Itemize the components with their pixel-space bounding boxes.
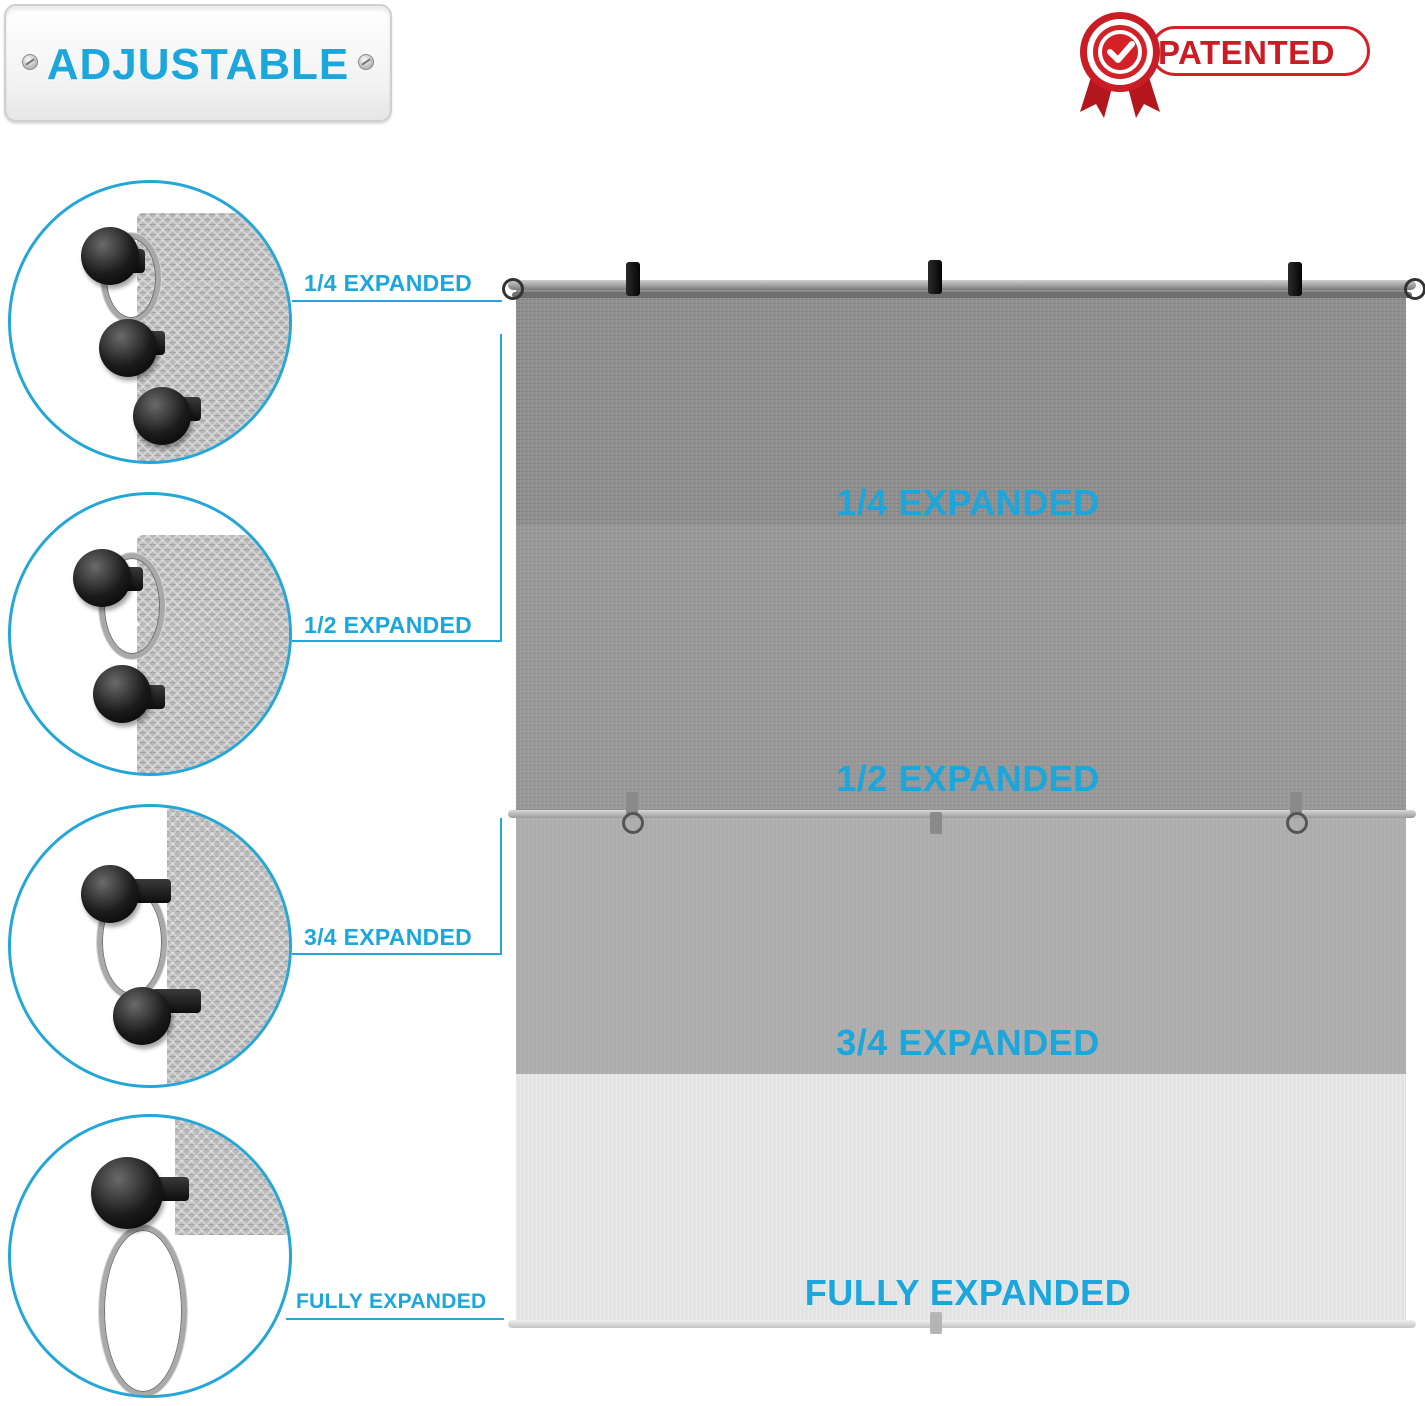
fabric-fold — [137, 623, 289, 773]
left-label-half: 1/2 EXPANDED — [304, 612, 473, 638]
tab-icon — [626, 792, 638, 814]
patent-seal-icon — [1080, 12, 1160, 118]
panel-label-half: 1/2 EXPANDED — [836, 758, 1100, 799]
clip-icon — [626, 262, 640, 296]
panel-label-full: FULLY EXPANDED — [804, 1272, 1132, 1313]
connector-line — [500, 818, 502, 955]
knob-icon — [73, 549, 131, 607]
knob-icon — [81, 865, 139, 923]
shade-panel-full — [516, 1074, 1406, 1324]
top-rod — [508, 280, 1416, 290]
knob-icon — [93, 665, 151, 723]
knob-icon — [113, 987, 171, 1045]
connector-line — [500, 334, 502, 642]
panel-label-three-quarter: 3/4 EXPANDED — [836, 1022, 1100, 1063]
ring-icon — [1286, 812, 1308, 834]
ring-icon — [622, 812, 644, 834]
knob-icon — [99, 319, 157, 377]
tab-icon — [930, 812, 942, 834]
knob-icon — [133, 387, 191, 445]
left-label-three-quarter: 3/4 EXPANDED — [304, 924, 473, 950]
detail-circle-quarter — [8, 180, 292, 464]
bottom-rod — [508, 1320, 1416, 1328]
screw-icon — [22, 54, 38, 70]
panel-label-quarter: 1/4 EXPANDED — [836, 482, 1100, 523]
fabric-panel — [175, 1117, 289, 1235]
left-label-quarter: 1/4 EXPANDED — [304, 270, 473, 296]
clip-icon — [1288, 262, 1302, 296]
clip-icon — [928, 260, 942, 294]
knob-icon — [81, 227, 139, 285]
end-cap-icon — [502, 278, 524, 300]
patented-label: PATENTED — [1158, 34, 1335, 71]
ring-icon — [99, 1225, 187, 1395]
badge-label: ADJUSTABLE — [46, 40, 350, 89]
connector-line — [292, 640, 502, 642]
shade-panel-three-quarter — [516, 814, 1406, 1074]
adjustable-badge: ADJUSTABLE — [4, 4, 392, 122]
detail-circle-three-quarter — [8, 804, 292, 1088]
detail-circle-half — [8, 492, 292, 776]
fabric-panel — [167, 807, 289, 1085]
shade-panel-half — [516, 524, 1406, 814]
middle-rod — [508, 810, 1416, 818]
top-rod-lower — [512, 292, 1412, 298]
shade-panel-quarter — [516, 290, 1406, 524]
fabric-fold — [137, 535, 289, 625]
end-cap-icon — [1404, 278, 1425, 300]
left-label-full: FULLY EXPANDED — [296, 1290, 487, 1313]
knob-icon — [91, 1157, 163, 1229]
connector-line — [292, 953, 502, 955]
fabric-fold — [137, 213, 289, 285]
connector-line — [292, 300, 502, 302]
screw-icon — [358, 54, 374, 70]
connector-line — [286, 1318, 504, 1320]
detail-circle-full — [8, 1114, 292, 1398]
tab-icon — [930, 1312, 942, 1334]
tab-icon — [1290, 792, 1302, 814]
